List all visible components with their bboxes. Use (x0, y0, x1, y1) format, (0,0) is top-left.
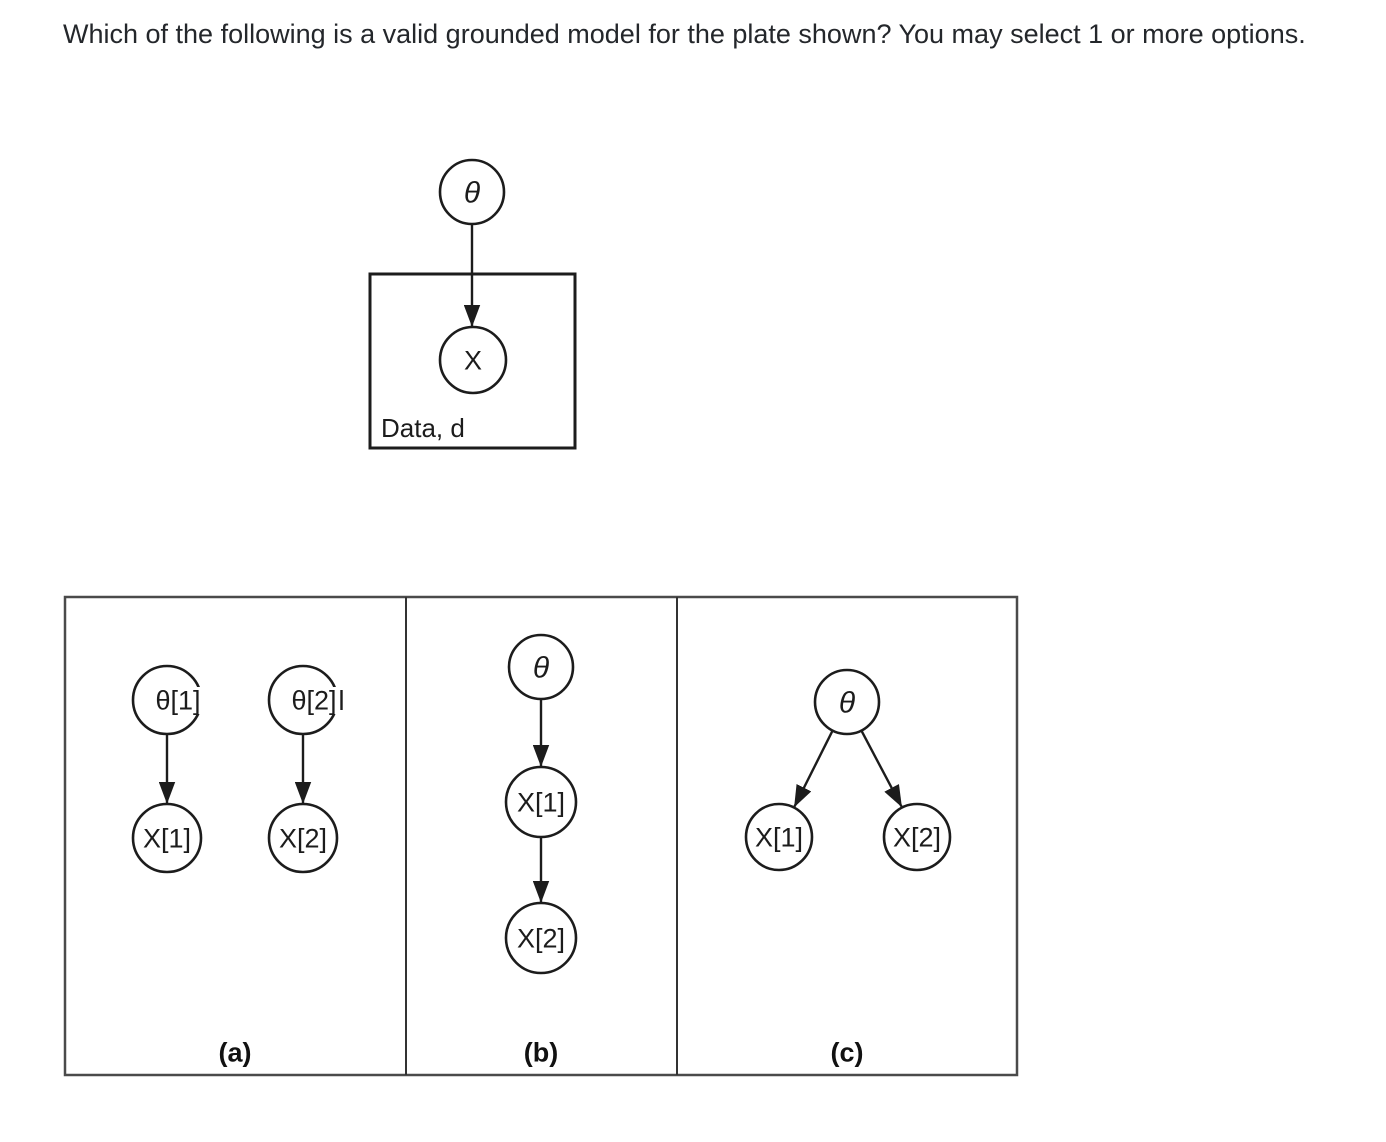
node-b-theta-circle (507, 633, 575, 701)
option-b-diagram: θ X[1] X[2] (b) (407, 598, 676, 1074)
node-b-x2-label: X[2] (517, 923, 565, 953)
node-theta-label: θ (464, 177, 481, 210)
node-x-label: X (464, 345, 482, 375)
node-a-x1-label: X[1] (143, 823, 191, 853)
option-a-caption: (a) (219, 1037, 252, 1067)
node-x-circle (438, 325, 508, 395)
option-a-diagram: θ[1] θ[2] X[1] X[2] (a) (66, 598, 405, 1074)
question-text: Which of the following is a valid ground… (63, 19, 1306, 49)
option-c-select-area[interactable] (678, 598, 1016, 1074)
option-c-diagram: θ X[1] X[2] (c) (678, 598, 1016, 1074)
node-a-x2-label: X[2] (279, 823, 327, 853)
node-theta-circle (438, 158, 506, 226)
theta1-label-bg (152, 687, 205, 714)
node-c-x2-circle (882, 802, 952, 872)
node-b-x1-label: X[1] (517, 787, 565, 817)
option-b-select-area[interactable] (407, 598, 676, 1074)
node-c-x1-circle (744, 802, 814, 872)
option-a-select-area[interactable] (66, 598, 405, 1074)
plate-diagram: θ X Data, d (368, 158, 577, 450)
node-theta2-label: θ[2] (291, 685, 336, 715)
plate-box (368, 272, 577, 450)
node-b-theta-label: θ (533, 652, 550, 685)
edge-c-theta-to-x1 (793, 730, 834, 808)
theta2-label-bg (288, 687, 341, 714)
option-b-caption: (b) (524, 1037, 558, 1067)
option-c-caption: (c) (831, 1037, 864, 1067)
node-c-x1-label: X[1] (755, 822, 803, 852)
node-a-x1-circle (131, 802, 203, 874)
node-a-x2-circle (267, 802, 339, 874)
node-c-theta-circle (813, 668, 881, 736)
node-c-theta-label: θ (839, 687, 856, 720)
node-theta1-label: θ[1] (155, 685, 200, 715)
node-c-x2-label: X[2] (893, 822, 941, 852)
node-b-x1-circle (504, 765, 578, 839)
node-b-x2-circle (504, 901, 578, 975)
plate-caption: Data, d (381, 413, 465, 443)
edge-c-theta-to-x2 (860, 730, 903, 808)
